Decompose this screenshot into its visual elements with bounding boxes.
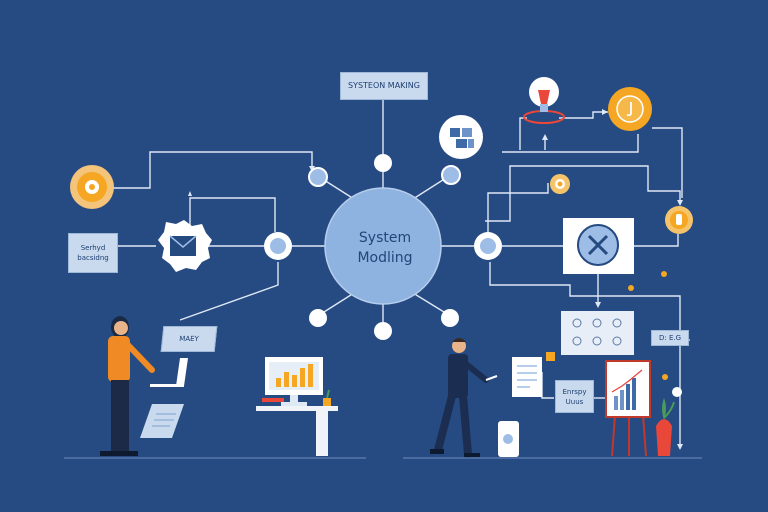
accent-dot: [661, 271, 667, 277]
accent-dot-2: [628, 285, 634, 291]
top-label-box: SYSTEON MAKING: [340, 72, 428, 100]
hub-title-line2: Modling: [357, 250, 413, 266]
network-nodes: [264, 154, 502, 340]
small-dot-orange: [662, 374, 668, 380]
document-floating-icon: [140, 404, 184, 438]
laptop-screen-card: MAEY: [160, 326, 218, 352]
desk-workstation: [256, 357, 338, 456]
close-x-card: [563, 218, 634, 274]
right-tag-box: D: E.G: [651, 330, 689, 346]
phone-icon: [498, 421, 519, 457]
woman-figure: [100, 316, 155, 456]
central-hub-circle: [324, 187, 442, 305]
arrow-heads: [188, 109, 683, 450]
coin-top-right-icon: [608, 87, 652, 131]
node-lower-right: [441, 309, 459, 327]
node-bottom: [374, 322, 392, 340]
laptop-icon: [150, 358, 188, 387]
chart-card-line1: Enrspy: [562, 387, 587, 396]
chart-side-card: Enrspy Uuus: [555, 380, 594, 413]
envelope-badge-icon: [158, 220, 212, 272]
hub-title: System Modling: [326, 228, 444, 268]
small-coin-icon: [550, 174, 570, 194]
left-info-card: Serhyd bacsidng: [68, 233, 118, 273]
hub-title-line1: System: [358, 230, 412, 246]
coin-icon: [70, 165, 114, 209]
node-upper-left: [308, 167, 328, 187]
man-figure: [430, 338, 498, 458]
small-gear-icon: [672, 387, 682, 397]
document-icon: [512, 352, 555, 397]
cube-cluster-icon: [439, 115, 483, 159]
gear-coin-icon: [665, 206, 693, 234]
node-lower-left: [309, 309, 327, 327]
chart-card-line2: Uuus: [565, 397, 584, 406]
node-upper-right: [441, 165, 461, 185]
left-card-line1: Serhyd: [80, 244, 106, 252]
icon-grid-card: [561, 311, 634, 355]
plant-icon: [656, 398, 675, 456]
lightbulb-icon: [523, 77, 565, 124]
bar-chart-easel: [605, 360, 651, 457]
node-top: [374, 154, 392, 172]
left-card-line2: bacsidng: [77, 254, 109, 262]
